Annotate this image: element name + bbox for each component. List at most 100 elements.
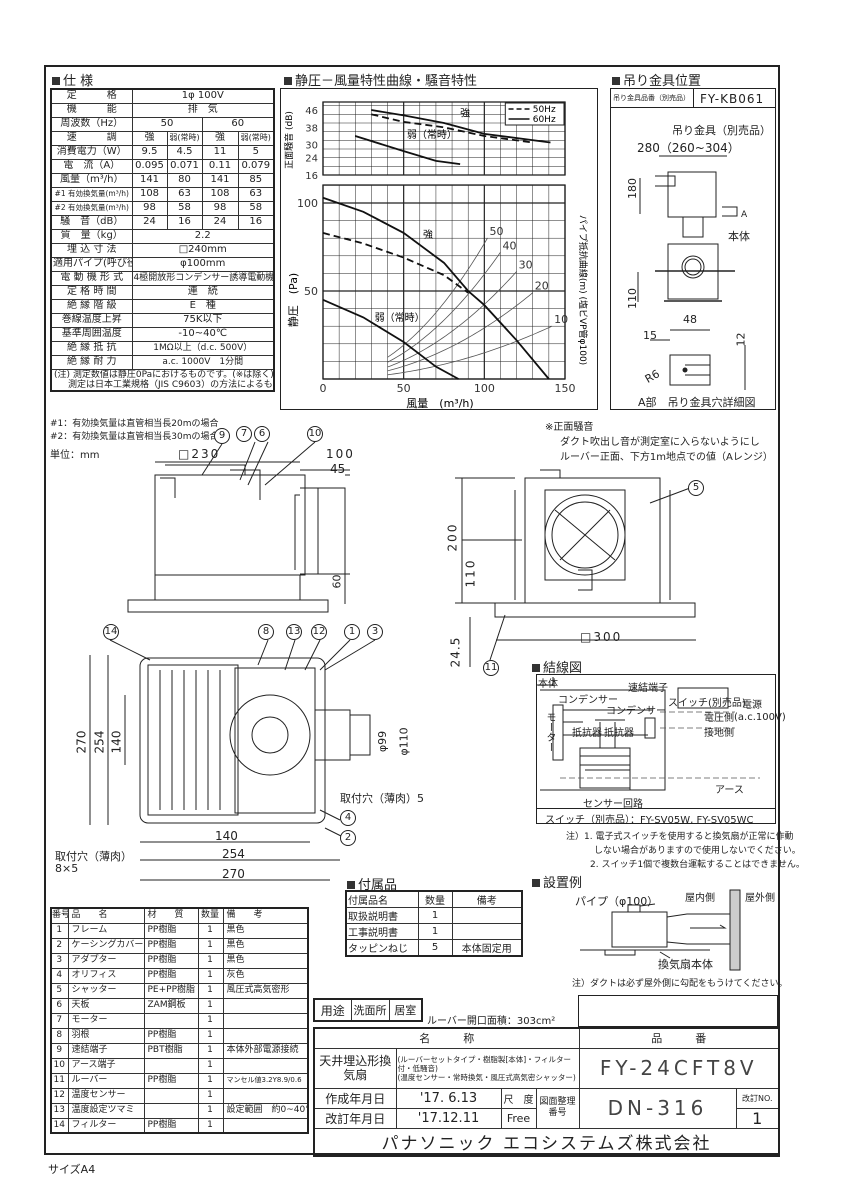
parts-cell: 11	[50, 1072, 69, 1089]
model-number: FY-24CFT8V	[578, 1047, 780, 1089]
dim-270: 270	[222, 867, 245, 881]
parts-cell: 備 考	[222, 907, 309, 924]
parts-cell	[222, 1087, 309, 1104]
parts-cell: 1	[197, 922, 224, 939]
wiring-body-label: 本体	[538, 679, 558, 690]
parts-cell: 数量	[197, 907, 224, 924]
callout-10: 10	[307, 426, 323, 442]
acc-name: 工事説明書	[345, 923, 419, 940]
parts-cell: 風圧式高気密形	[222, 982, 309, 999]
acc-qty: 1	[417, 907, 453, 924]
parts-cell	[143, 1012, 199, 1029]
parts-cell: 7	[50, 1012, 69, 1029]
parts-cell: 1	[197, 1072, 224, 1089]
parts-cell: 設定範囲 約0~40℃	[222, 1102, 309, 1119]
parts-cell: シャッター	[67, 982, 145, 999]
spec-row: 速 調強弱(常時)強弱(常時)	[50, 130, 275, 146]
hanger-part-label: 吊り金具（別売品）	[672, 124, 771, 137]
parts-cell: フレーム	[67, 922, 145, 939]
parts-cell: PP樹脂	[143, 967, 199, 984]
name-header: 名 称	[313, 1027, 580, 1049]
hanger-body-label: 本体	[728, 230, 750, 243]
parts-cell	[222, 1027, 309, 1044]
chart-section-title: 静圧－風量特性曲線・騒音特性	[284, 70, 477, 89]
parts-cell: 1	[197, 1027, 224, 1044]
parts-cell: 材 質	[143, 907, 199, 924]
callout-12: 12	[311, 624, 327, 640]
callout-9: 9	[214, 428, 230, 444]
parts-cell: 6	[50, 997, 69, 1014]
parts-cell: 本体外部電源接続	[222, 1042, 309, 1059]
parts-cell: 天板	[67, 997, 145, 1014]
parts-cell: 13	[50, 1102, 69, 1119]
parts-cell: 8	[50, 1027, 69, 1044]
wiring-voltage-side: 電圧側	[704, 713, 734, 724]
wiring-earth: アース	[715, 785, 744, 796]
wiring-note-2: 2. スイッチ1個で複数台運転することはできません。	[590, 860, 805, 870]
created-label: 作成年月日	[313, 1087, 397, 1109]
install-fan-label: 換気扇本体	[658, 958, 713, 971]
mounting-hole-count: 8×5	[55, 862, 79, 875]
revised-label: 改訂年月日	[313, 1107, 397, 1129]
parts-cell: PP樹脂	[143, 1027, 199, 1044]
use-living-room: 居室	[388, 998, 423, 1022]
callout-8: 8	[258, 624, 274, 640]
dim-45: 45	[330, 462, 346, 476]
parts-cell: マンセル値3.2Y8.9/0.6	[222, 1072, 309, 1089]
use-table: 用途洗面所居室	[313, 998, 423, 1022]
parts-cell: アダプター	[67, 952, 145, 969]
acc-note	[451, 907, 523, 924]
divider	[693, 88, 694, 108]
parts-cell: PP樹脂	[143, 922, 199, 939]
callout-5: 5	[688, 480, 704, 496]
parts-cell: 1	[197, 952, 224, 969]
revised-date: '17.12.11	[395, 1107, 502, 1129]
parts-cell: 1	[197, 982, 224, 999]
spec-note-1: (注) 測定数値は静圧0Paにおけるものです。(※は除く)	[54, 369, 274, 380]
hanger-dim-width: 280（260~304）	[637, 141, 740, 155]
callout-6: 6	[254, 426, 270, 442]
spec-notes: (注) 測定数値は静圧0Paにおけるものです。(※は除く)測定は日本工業規格（J…	[50, 368, 275, 392]
parts-cell: ケーシングカバー	[67, 937, 145, 954]
parts-cell: ルーバー	[67, 1072, 145, 1089]
parts-cell: 1	[197, 1117, 224, 1134]
spec-note-2: 測定は日本工業規格（JIS C9603）の方法によるものです。	[68, 379, 273, 390]
mounting-hole-label-2: 取付穴（薄肉）	[55, 850, 132, 863]
acc-note: 本体固定用	[451, 939, 523, 957]
parts-cell	[143, 1057, 199, 1074]
divider	[536, 808, 776, 809]
wiring-switch-models: スイッチ（別売品）：FY-SV05W, FY-SV05WC	[545, 815, 754, 826]
parts-cell: 1	[50, 922, 69, 939]
callout-1: 1	[344, 624, 360, 640]
wiring-capacitor-2: コンデンサー	[606, 706, 666, 717]
acc-qty: 5	[417, 939, 453, 957]
parts-cell: 1	[197, 937, 224, 954]
parts-cell: モーター	[67, 1012, 145, 1029]
parts-cell: 黒色	[222, 937, 309, 954]
use-washroom: 洗面所	[350, 998, 390, 1022]
wiring-capacitor-1: コンデンサー	[558, 695, 618, 706]
callout-13: 13	[286, 624, 302, 640]
parts-cell: 温度設定ツマミ	[67, 1102, 145, 1119]
spec-section-title: 仕 様	[52, 70, 93, 89]
parts-cell: 5	[50, 982, 69, 999]
parts-cell: 9	[50, 1042, 69, 1059]
drawing-no-label: 図面整理番号	[535, 1087, 580, 1129]
product-name: 天井埋込形換気扇	[313, 1047, 397, 1089]
footnote-2: #2：有効換気量は直管相当長30mの場合	[50, 432, 219, 442]
